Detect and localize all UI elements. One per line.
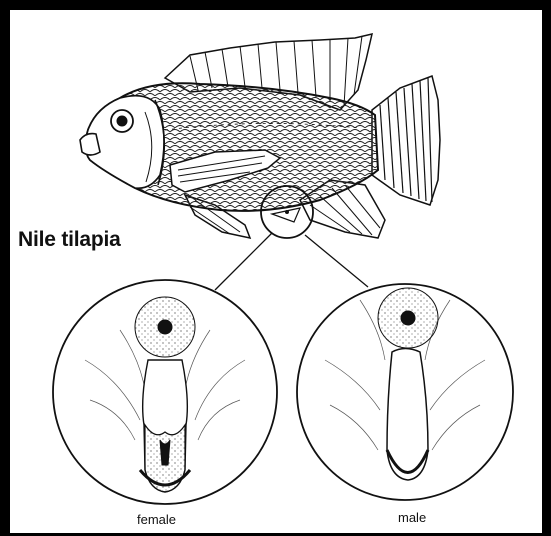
species-title: Nile tilapia bbox=[18, 228, 121, 252]
leader-line-male bbox=[305, 235, 368, 287]
male-detail bbox=[297, 284, 513, 500]
female-detail bbox=[53, 280, 277, 504]
male-caption: male bbox=[398, 510, 426, 525]
female-caption: female bbox=[137, 512, 176, 527]
leader-line-female bbox=[215, 233, 272, 290]
fish-drawing bbox=[80, 34, 440, 238]
